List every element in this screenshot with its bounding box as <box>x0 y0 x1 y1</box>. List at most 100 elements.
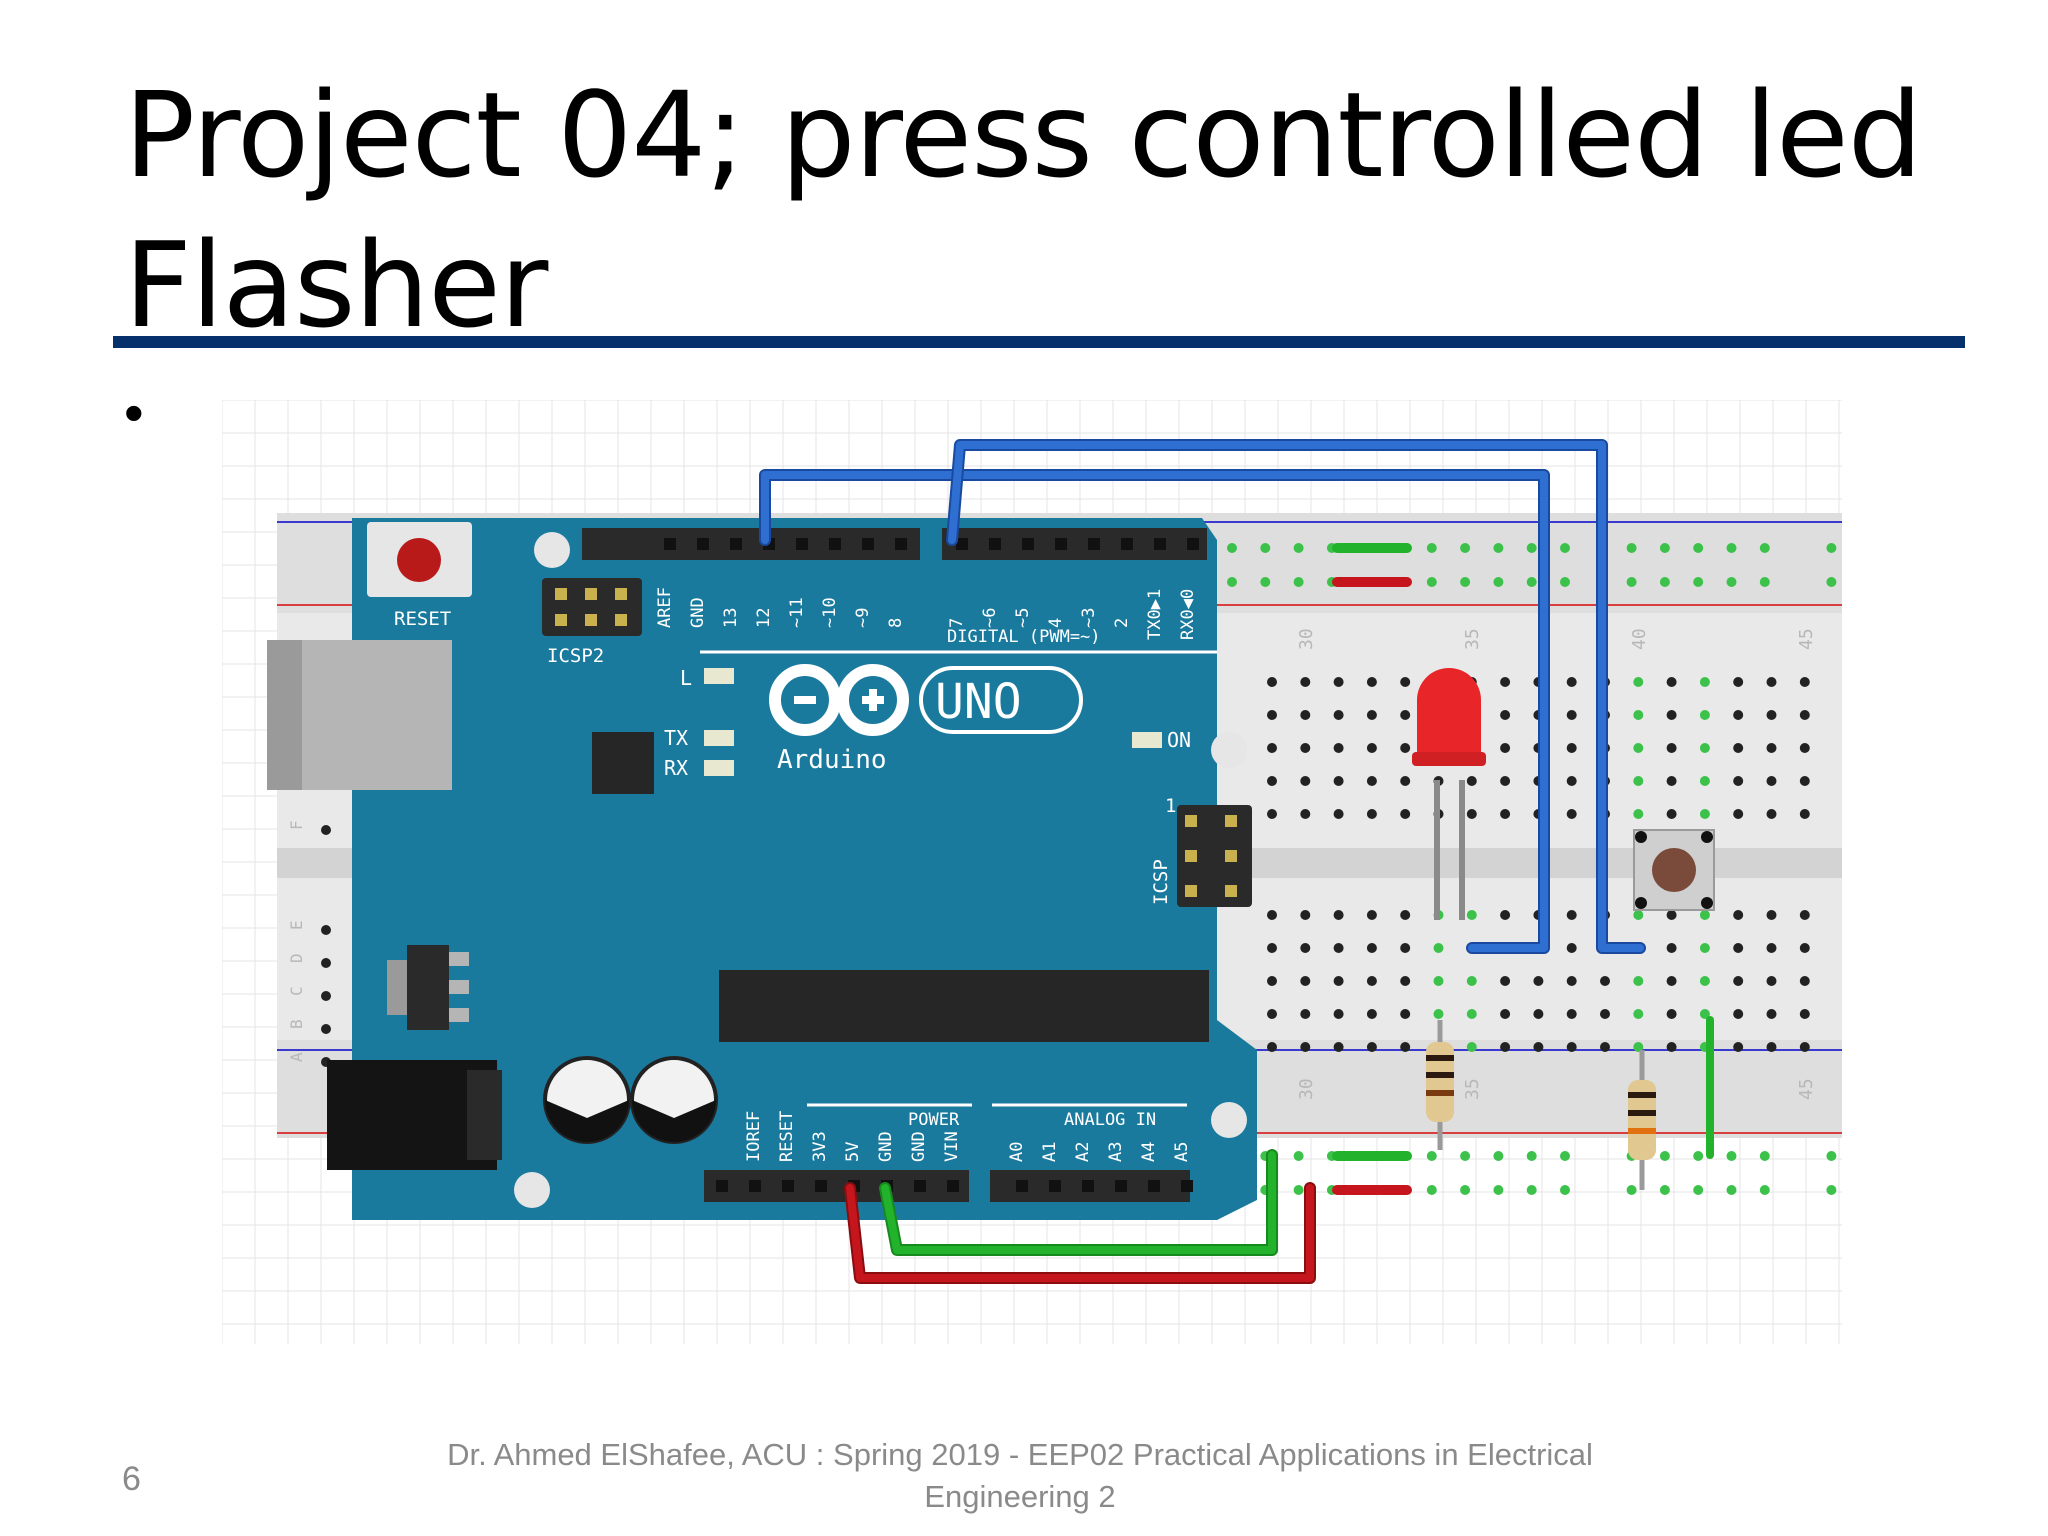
breadboard-hole <box>1766 677 1777 687</box>
breadboard-hole <box>1766 910 1777 920</box>
breadboard-hole <box>1699 809 1710 819</box>
slide-title-line-1: Project 04; press controlled led <box>124 66 1923 204</box>
arduino-logo: UNO Arduino <box>769 664 1083 775</box>
breadboard-hole <box>1400 677 1411 687</box>
label-power: POWER <box>908 1110 960 1130</box>
rail-hole <box>1293 1185 1304 1195</box>
rail-hole <box>1426 1151 1437 1161</box>
pin-label-a4: A4 <box>1139 1142 1159 1162</box>
uno-badge-border <box>919 666 1083 734</box>
breadboard-hole <box>1633 776 1644 786</box>
breadboard-hole <box>1666 677 1677 687</box>
breadboard-hole <box>1300 943 1311 953</box>
header-pin <box>1187 538 1199 550</box>
wire-red-5v <box>846 1184 1314 1282</box>
rail-hole <box>1659 577 1670 587</box>
led-rim <box>1412 752 1486 766</box>
pin-label-7: 7 <box>947 618 967 628</box>
board-body <box>352 518 1257 1220</box>
breadboard-hole <box>1333 710 1344 720</box>
breadboard-hole <box>1366 743 1377 753</box>
breadboard-hole <box>1766 1009 1777 1019</box>
breadboard-hole <box>1433 943 1444 953</box>
header-pin <box>749 1180 761 1192</box>
breadboard-hole <box>1666 743 1677 753</box>
voltage-regulator <box>387 945 469 1030</box>
rail-hole <box>1426 543 1437 553</box>
header-pin <box>829 538 841 550</box>
breadboard-hole <box>1267 943 1277 953</box>
mounting-hole-right-bottom <box>1211 1102 1247 1138</box>
pin-label-reset: RESET <box>777 1111 797 1162</box>
breadboard-hole <box>1400 1009 1411 1019</box>
breadboard-hole <box>1566 910 1577 920</box>
breadboard-hole <box>1600 1042 1610 1052</box>
breadboard-hole <box>1466 1009 1477 1019</box>
arduino-uno-board: RESET ICSP2 <box>267 518 1257 1220</box>
header-pin <box>1016 1180 1028 1192</box>
column-number-30-bottom: 30 <box>1296 1078 1317 1100</box>
rail-hole <box>1293 1151 1304 1161</box>
red-led <box>1412 668 1486 920</box>
breadboard-hole <box>1633 910 1644 920</box>
analog-pin-labels: A0 A1 A2 A3 A4 A5 <box>1007 1142 1192 1162</box>
rail-hole <box>1526 543 1537 553</box>
breadboard-hole <box>1633 710 1644 720</box>
rail-hole <box>1726 577 1737 587</box>
breadboard-hole <box>1799 1009 1810 1019</box>
label-icsp: ICSP <box>1150 859 1172 905</box>
footer-line-1: Dr. Ahmed ElShafee, ACU : Spring 2019 - … <box>447 1437 1593 1472</box>
pin-label-a2: A2 <box>1073 1142 1093 1162</box>
rail-hole <box>1693 577 1704 587</box>
icsp2-block <box>542 578 642 636</box>
breadboard-hole <box>1566 943 1577 953</box>
logo-plus-v <box>869 689 877 711</box>
microcontroller-chip <box>719 970 1209 1042</box>
rail-hole <box>1293 543 1304 553</box>
label-rx: RX <box>664 756 688 780</box>
breadboard-hole <box>1333 910 1344 920</box>
title-underline <box>113 336 1965 348</box>
rail-hole <box>1693 1151 1704 1161</box>
row-letter-f: F <box>287 820 306 830</box>
push-button <box>1633 829 1715 911</box>
breadboard-hole <box>1466 1042 1477 1052</box>
label-arduino: Arduino <box>777 745 887 775</box>
capacitor-2-band <box>632 1100 716 1142</box>
pin-label-vin: VIN <box>942 1131 962 1162</box>
breadboard-hole <box>1799 976 1810 986</box>
rail-hole <box>1426 577 1437 587</box>
breadboard-hole <box>1799 743 1810 753</box>
resistor-button-band <box>1628 1110 1656 1116</box>
header-pin <box>716 1180 728 1192</box>
breadboard-hole <box>1333 1009 1344 1019</box>
regulator-body <box>407 945 449 1030</box>
breadboard-hole <box>321 1024 331 1034</box>
breadboard-hole <box>1600 1009 1610 1019</box>
pin-label-3v3: 3V3 <box>810 1131 830 1162</box>
header-pin <box>947 1180 959 1192</box>
breadboard-hole <box>1500 677 1511 687</box>
push-button-corner <box>1635 897 1647 909</box>
rail-hole <box>1227 543 1237 553</box>
breadboard-hole <box>1733 1009 1744 1019</box>
breadboard-hole <box>1333 743 1344 753</box>
breadboard-hole <box>1300 976 1311 986</box>
usb-chip <box>592 732 654 794</box>
breadboard-hole <box>1633 1042 1644 1052</box>
breadboard-hole <box>1766 1042 1777 1052</box>
breadboard-hole <box>1633 976 1644 986</box>
pin-label-4: 4 <box>1046 618 1066 628</box>
icsp-block <box>1177 805 1252 907</box>
breadboard-hole <box>1600 976 1610 986</box>
column-number-45-bottom: 45 <box>1796 1078 1817 1100</box>
breadboard-hole <box>1733 1042 1744 1052</box>
resistor-button-band <box>1628 1128 1656 1134</box>
breadboard-hole <box>1766 943 1777 953</box>
rail-hole <box>1759 543 1770 553</box>
breadboard-hole <box>1799 910 1810 920</box>
pin-label-5v: 5V <box>843 1142 863 1162</box>
push-button-cap <box>1652 848 1696 892</box>
breadboard-hole <box>1566 743 1577 753</box>
breadboard-hole <box>1699 776 1710 786</box>
